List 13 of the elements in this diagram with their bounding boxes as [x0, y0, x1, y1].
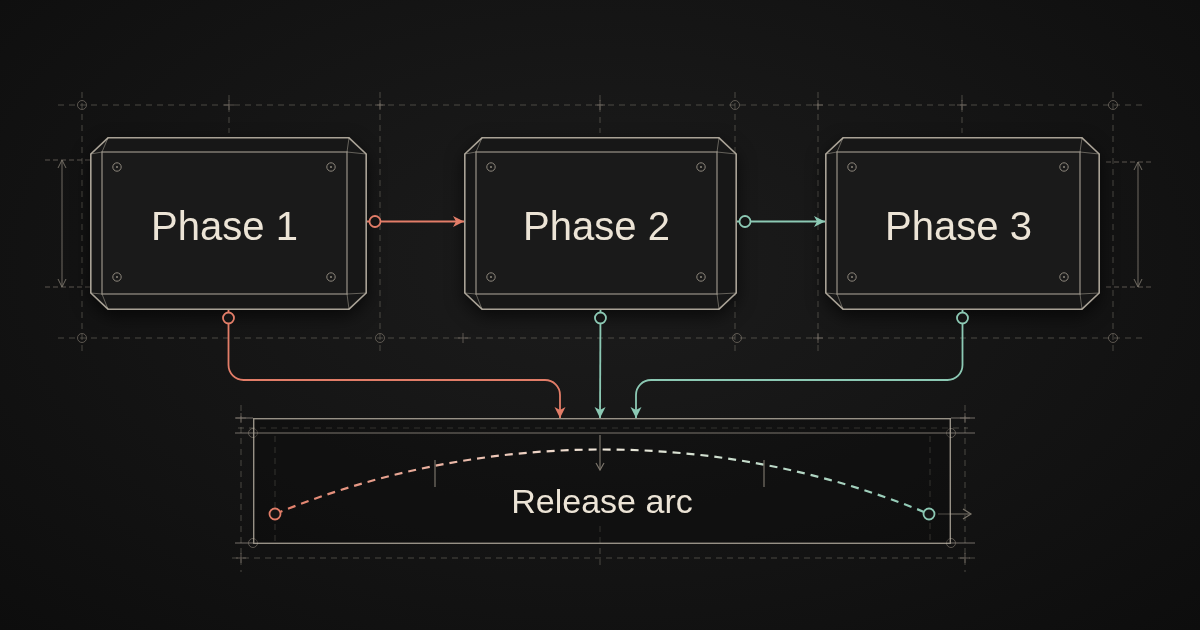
phase-label: Phase 3: [885, 203, 1032, 249]
connector-arrow: [594, 309, 607, 419]
phase-label: Phase 1: [151, 203, 298, 249]
phase-box: [825, 137, 1100, 310]
connector-arrow: [366, 215, 465, 228]
phase-label: Phase 2: [523, 203, 670, 249]
connector-arrow: [736, 215, 826, 228]
connector-arrow: [630, 309, 969, 419]
phase-box: [90, 137, 367, 310]
connector-arrow: [222, 309, 566, 419]
release-band: [253, 418, 951, 544]
band-label: Release arc: [511, 482, 693, 522]
phase-box: [464, 137, 737, 310]
